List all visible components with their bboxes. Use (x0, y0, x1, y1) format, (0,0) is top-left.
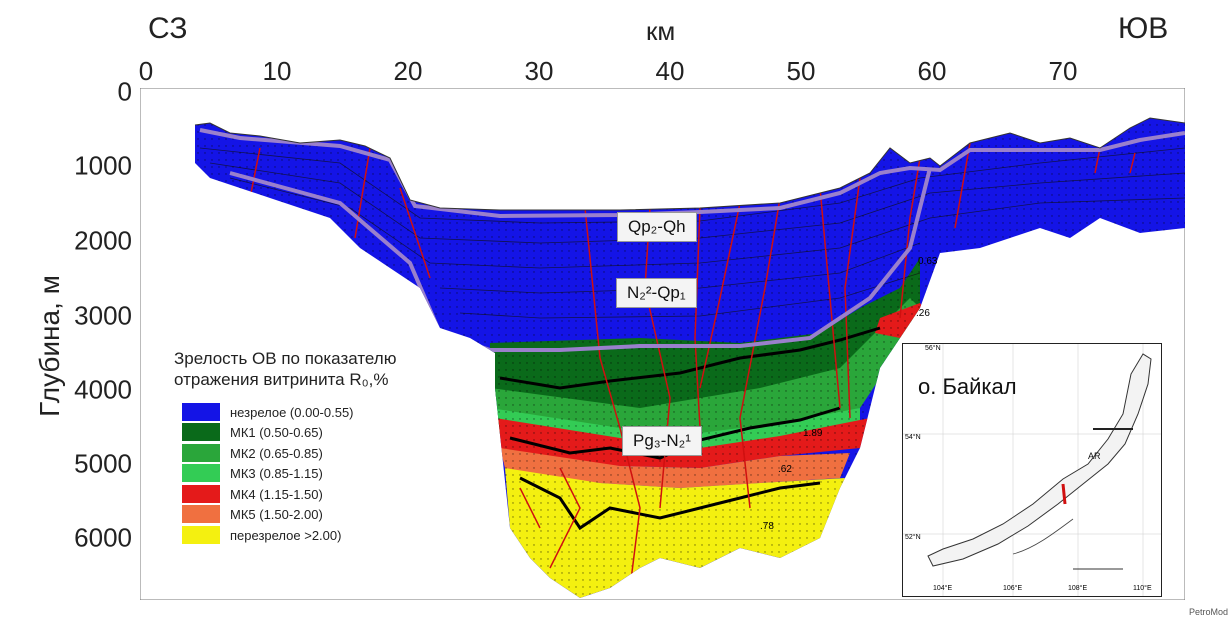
legend-label: незрелое (0.00-0.55) (230, 404, 354, 420)
legend-swatch (182, 444, 220, 462)
legend-label: МК5 (1.50-2.00) (230, 506, 323, 522)
inset-map: AR 56°N 54°N 52°N 104°E 106°E 108°E 110°… (902, 343, 1162, 597)
svg-text:AR: AR (1088, 451, 1101, 461)
legend-title-line1: Зрелость ОВ по показателю (174, 349, 397, 368)
legend-swatch (182, 505, 220, 523)
y-tick: 0 (117, 76, 132, 107)
legend-label: МК2 (0.65-0.85) (230, 445, 323, 461)
well-label: 1.89 (803, 428, 823, 439)
lon-label: 110°E (1133, 584, 1152, 592)
legend-title: Зрелость ОВ по показателю отражения витр… (174, 348, 454, 390)
petromod-credit: PetroMod (1188, 607, 1228, 617)
x-tick: 0 (138, 56, 154, 86)
lake-baikal-map: AR 56°N 54°N 52°N 104°E 106°E 108°E 110°… (903, 344, 1161, 596)
legend-item-immature: незрелое (0.00-0.55) (182, 402, 354, 422)
legend-swatch (182, 526, 220, 544)
legend-swatch (182, 464, 220, 482)
lat-label: 54°N (905, 433, 921, 441)
legend-label: МК4 (1.15-1.50) (230, 486, 323, 502)
legend-item-mk2: МК2 (0.65-0.85) (182, 443, 323, 463)
legend-label: МК3 (0.85-1.15) (230, 465, 323, 481)
well-label: 0.63 (918, 256, 938, 267)
legend-item-mk4: МК4 (1.15-1.50) (182, 484, 323, 504)
legend-label: МК1 (0.50-0.65) (230, 424, 323, 440)
inset-title: о. Байкал (918, 374, 1017, 399)
x-tick: 50 (786, 56, 816, 86)
x-tick: 20 (393, 56, 423, 86)
legend-item-mk3: МК3 (0.85-1.15) (182, 463, 323, 483)
legend-item-overmature: перезрелое >2.00) (182, 525, 341, 545)
y-tick: 3000 (74, 300, 132, 331)
x-tick: 10 (262, 56, 292, 86)
legend-swatch (182, 485, 220, 503)
legend-title-line2: отражения витринита R₀,% (174, 370, 389, 389)
y-tick: 6000 (74, 522, 132, 553)
well-label: .26 (916, 308, 930, 319)
direction-nw: СЗ (148, 12, 188, 45)
y-tick: 4000 (74, 374, 132, 405)
y-tick: 2000 (74, 225, 132, 256)
x-tick: 70 (1048, 56, 1078, 86)
legend-label: перезрелое >2.00) (230, 527, 342, 543)
x-axis-title: км (646, 16, 676, 46)
y-tick: 5000 (74, 448, 132, 479)
lat-label: 52°N (905, 533, 921, 541)
lat-label: 56°N (925, 344, 941, 352)
well-label: .62 (778, 464, 792, 475)
x-tick: 30 (524, 56, 554, 86)
unit-label-n2-qp1: N₂²-Qp₁ (616, 278, 697, 308)
legend-item-mk1: МК1 (0.50-0.65) (182, 422, 323, 442)
lon-label: 108°E (1068, 584, 1087, 592)
unit-label-qp2-qh: Qp₂-Qh (617, 212, 697, 242)
lon-label: 104°E (933, 584, 952, 592)
legend-swatch (182, 403, 220, 421)
y-tick: 1000 (74, 150, 132, 181)
y-axis-title: Глубина, м (34, 275, 65, 417)
legend-swatch (182, 423, 220, 441)
well-label: .78 (760, 521, 774, 532)
x-tick: 40 (655, 56, 685, 86)
unit-label-pg3-n2: Pg₃-N₂¹ (622, 426, 702, 456)
legend-item-mk5: МК5 (1.50-2.00) (182, 504, 323, 524)
direction-se: ЮВ (1118, 12, 1169, 45)
lon-label: 106°E (1003, 584, 1022, 592)
x-tick: 60 (917, 56, 947, 86)
